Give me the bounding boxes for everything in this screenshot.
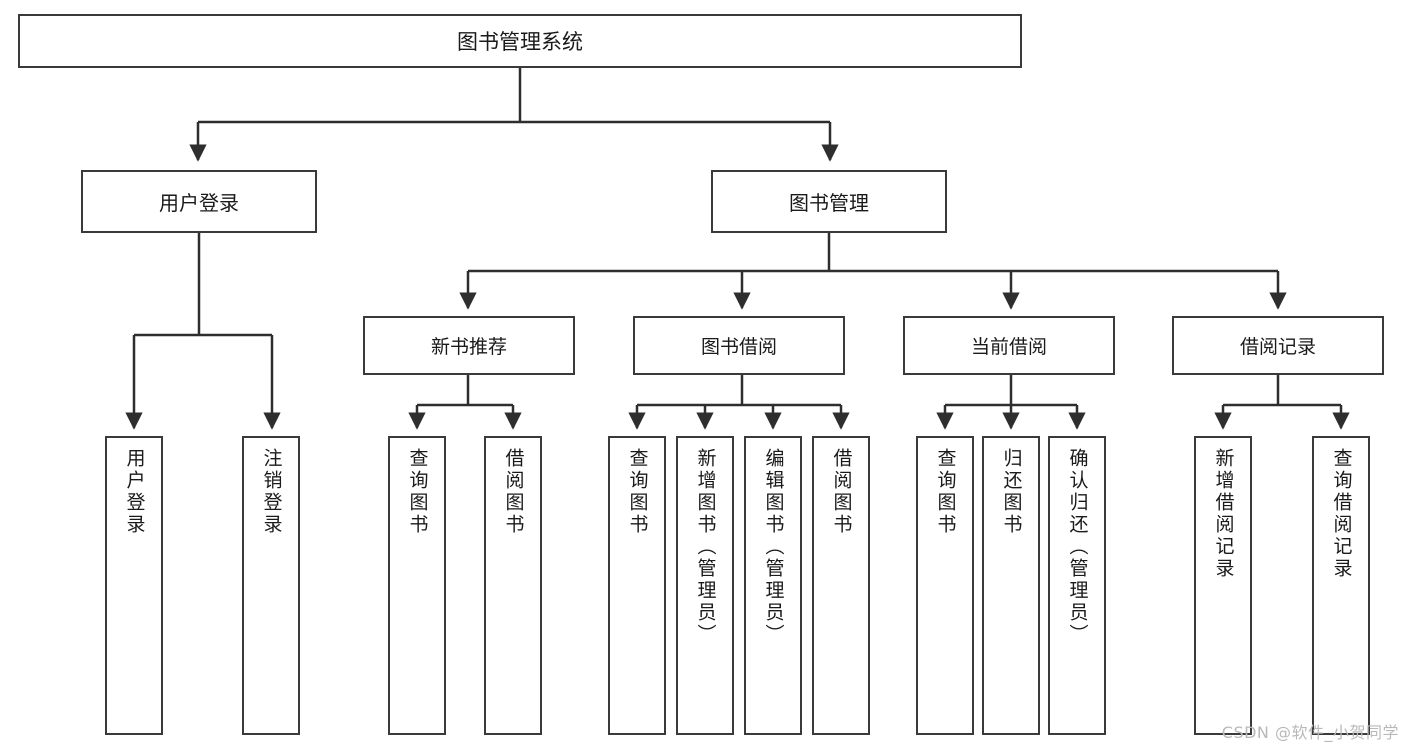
leaf-confirm-return[interactable]: 确认归还（管理员）: [1048, 436, 1106, 735]
node-current-borrow[interactable]: 当前借阅: [903, 316, 1115, 375]
leaf-query-book-rec[interactable]: 查询图书: [388, 436, 446, 735]
watermark: CSDN @软件_小贺同学: [1221, 723, 1399, 742]
leaf-user-login[interactable]: 用户登录: [105, 436, 163, 735]
node-current-borrow-label: 当前借阅: [970, 336, 1047, 358]
leaf-borrow-book-rec-label: 借阅图书: [502, 448, 525, 536]
node-book-management[interactable]: 图书管理: [711, 170, 947, 233]
leaf-edit-book-label: 编辑图书（管理员）: [762, 448, 785, 646]
node-borrow-record[interactable]: 借阅记录: [1172, 316, 1384, 375]
leaf-add-book[interactable]: 新增图书（管理员）: [676, 436, 734, 735]
node-new-book-recommend-label: 新书推荐: [430, 336, 507, 358]
leaf-add-book-label: 新增图书（管理员）: [694, 448, 717, 646]
leaf-return-book-label: 归还图书: [1000, 448, 1023, 536]
node-book-management-label: 图书管理: [789, 191, 869, 215]
node-root-label: 图书管理系统: [457, 30, 583, 54]
leaf-edit-book[interactable]: 编辑图书（管理员）: [744, 436, 802, 735]
leaf-query-record[interactable]: 查询借阅记录: [1312, 436, 1370, 735]
leaf-logout[interactable]: 注销登录: [242, 436, 300, 735]
node-user-login[interactable]: 用户登录: [81, 170, 317, 233]
leaf-borrow-book-label: 借阅图书: [830, 448, 853, 536]
node-book-borrow[interactable]: 图书借阅: [633, 316, 845, 375]
leaf-user-login-label: 用户登录: [123, 448, 146, 536]
leaf-query-book-borrow-label: 查询图书: [626, 448, 649, 536]
leaf-query-book-current-label: 查询图书: [934, 448, 957, 536]
node-user-login-label: 用户登录: [159, 191, 239, 215]
leaf-logout-label: 注销登录: [260, 448, 283, 536]
leaf-add-record-label: 新增借阅记录: [1212, 448, 1235, 580]
node-borrow-record-label: 借阅记录: [1239, 336, 1316, 358]
leaf-add-record[interactable]: 新增借阅记录: [1194, 436, 1252, 735]
leaf-return-book[interactable]: 归还图书: [982, 436, 1040, 735]
leaf-query-book-borrow[interactable]: 查询图书: [608, 436, 666, 735]
leaf-query-book-current[interactable]: 查询图书: [916, 436, 974, 735]
leaf-query-record-label: 查询借阅记录: [1330, 448, 1353, 580]
node-book-borrow-label: 图书借阅: [700, 336, 777, 358]
leaf-confirm-return-label: 确认归还（管理员）: [1066, 448, 1089, 646]
leaf-query-book-rec-label: 查询图书: [406, 448, 429, 536]
node-new-book-recommend[interactable]: 新书推荐: [363, 316, 575, 375]
node-root-system[interactable]: 图书管理系统: [18, 14, 1022, 68]
leaf-borrow-book-rec[interactable]: 借阅图书: [484, 436, 542, 735]
leaf-borrow-book[interactable]: 借阅图书: [812, 436, 870, 735]
